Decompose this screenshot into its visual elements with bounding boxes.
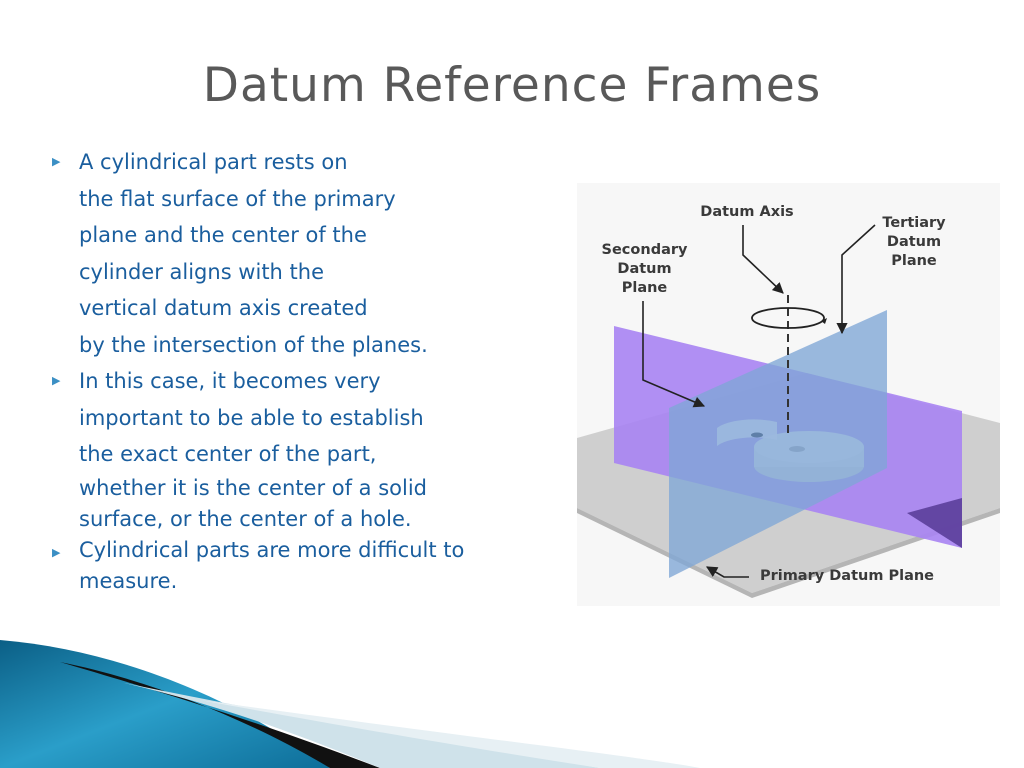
bullet-text: A cylindrical part rests on the flat sur… — [79, 144, 562, 363]
bullet-line: cylinder aligns with the — [79, 259, 324, 284]
bullet-line: the flat surface of the primary — [79, 186, 396, 211]
bullet-line: the exact center of the part, — [79, 442, 377, 466]
bullet-list: ▶ A cylindrical part rests on the flat s… — [52, 144, 562, 597]
bullet-text: Cylindrical parts are more difficult to … — [79, 535, 562, 597]
secondary-label-line: Datum — [617, 261, 672, 277]
datum-planes-illustration — [577, 224, 1000, 598]
secondary-label: Secondary Datum Plane — [587, 241, 702, 298]
slide-title: Datum Reference Frames — [202, 58, 822, 113]
bullet-line: In this case, it becomes very — [79, 369, 381, 393]
tertiary-label-line: Plane — [891, 253, 937, 269]
datum-frame-figure: Datum Axis Tertiary Datum Plane Secondar… — [577, 183, 1000, 606]
bullet-text: In this case, it becomes very important … — [79, 363, 562, 535]
datum-axis-label: Datum Axis — [700, 204, 794, 220]
bullet-item: ▶ A cylindrical part rests on the flat s… — [52, 144, 562, 363]
bullet-item: ▶ In this case, it becomes very importan… — [52, 363, 562, 535]
bullet-line: plane and the center of the — [79, 223, 367, 247]
bullet-line: vertical datum axis created — [79, 296, 368, 320]
tertiary-datum-plane — [669, 310, 887, 578]
bullet-arrow-icon: ▶ — [52, 374, 61, 387]
bullet-item: ▶ Cylindrical parts are more difficult t… — [52, 535, 562, 597]
bullet-line: by the intersection of the planes. — [79, 332, 428, 357]
bullet-line: Cylindrical parts are more difficult to — [79, 537, 465, 562]
bullet-line: whether it is the center of a solid — [79, 475, 427, 500]
bullet-line: surface, or the center of a hole. — [79, 506, 412, 531]
footer-wave-decoration — [0, 640, 700, 768]
primary-label: Primary Datum Plane — [759, 568, 935, 584]
tertiary-label: Tertiary Datum Plane — [869, 214, 959, 271]
bullet-line: measure. — [79, 568, 178, 593]
bullet-arrow-icon: ▶ — [52, 155, 61, 168]
bullet-line: A cylindrical part rests on — [79, 150, 348, 174]
secondary-label-line: Plane — [621, 280, 668, 296]
tertiary-label-line: Tertiary — [882, 215, 946, 231]
secondary-label-line: Secondary — [601, 242, 688, 258]
bullet-arrow-icon: ▶ — [52, 545, 61, 559]
bullet-line: important to be able to establish — [79, 405, 424, 430]
tertiary-label-line: Datum — [886, 234, 942, 250]
